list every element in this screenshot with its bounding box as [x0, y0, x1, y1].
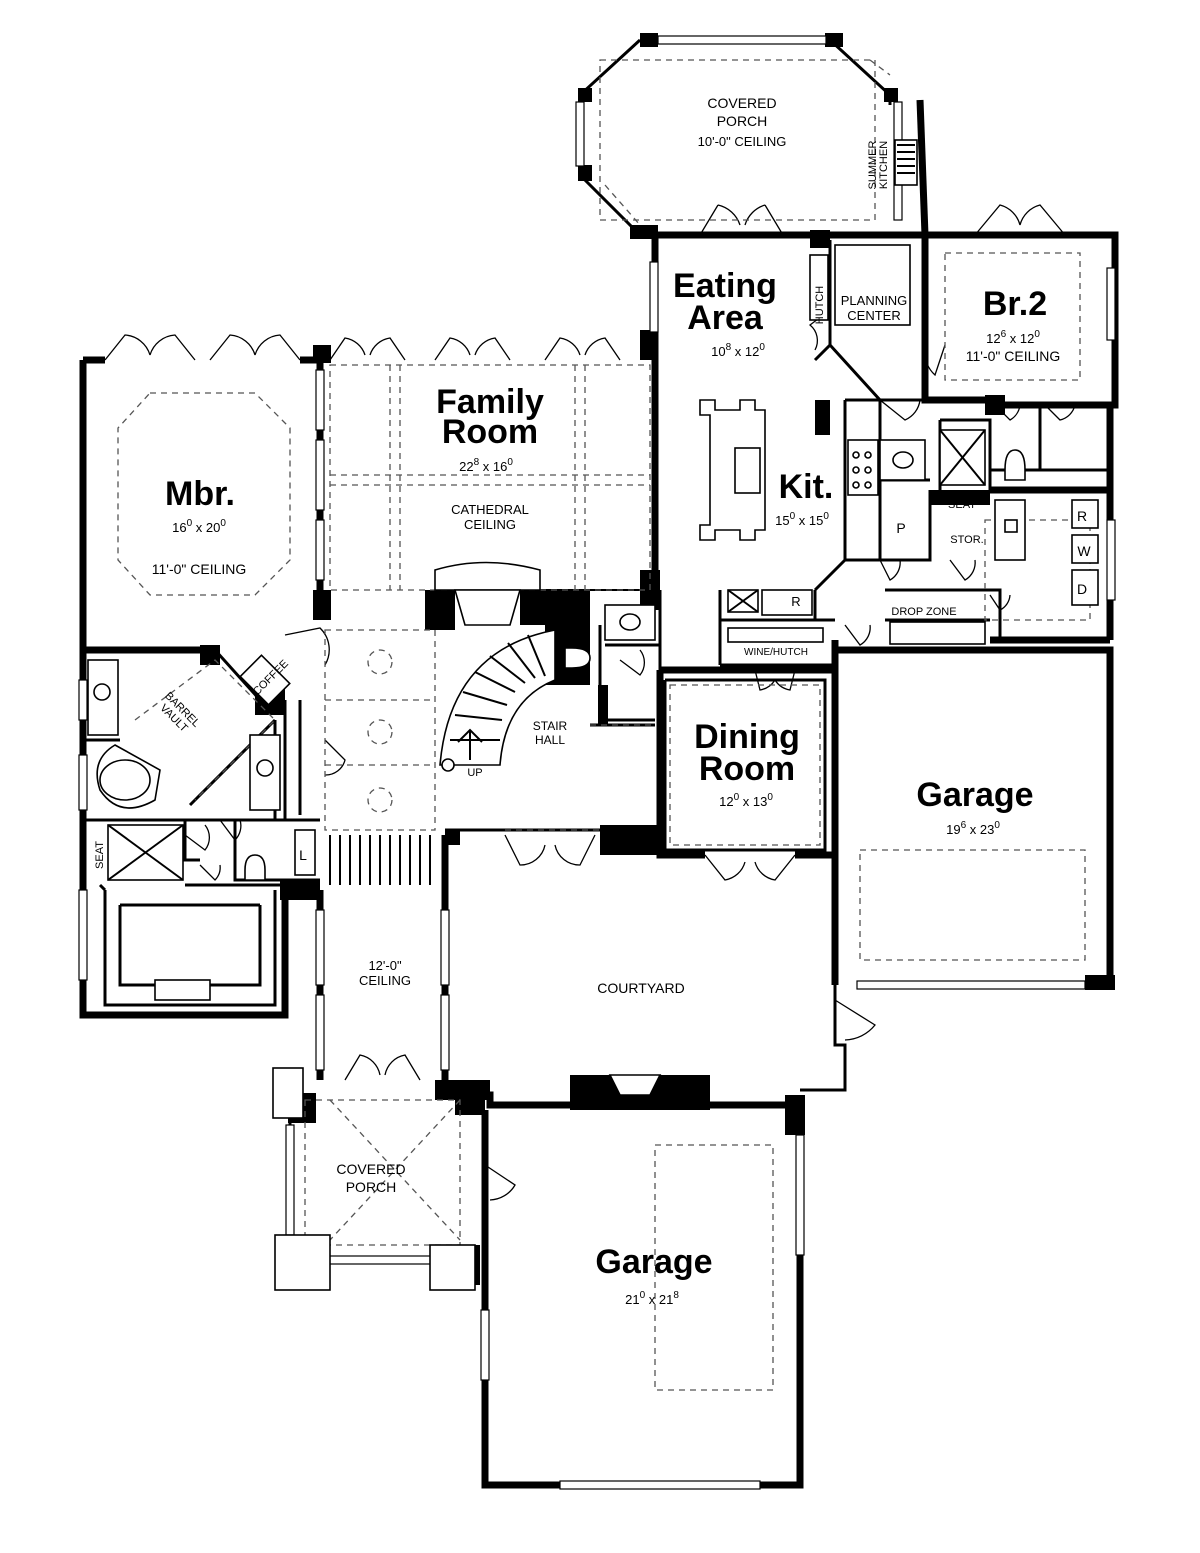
- garage-right-dims: 196 x 230: [946, 820, 1000, 837]
- linen-label: L: [299, 847, 307, 863]
- pantry-label: P: [896, 520, 905, 536]
- garage-bottom-label: Garage: [595, 1243, 712, 1281]
- kit-label: Kit.: [779, 468, 834, 506]
- mbr-label: Mbr.: [165, 475, 235, 513]
- kitchen-island: [699, 399, 766, 541]
- refrigerator-label: R: [791, 594, 800, 609]
- wall-blocks: [200, 33, 1115, 1285]
- kit-dims: 150 x 150: [775, 511, 829, 528]
- laundry-d: D: [1077, 581, 1087, 597]
- eating-area-dims: 108 x 120: [711, 342, 765, 359]
- seat-bath-label: SEAT: [948, 499, 976, 511]
- br2-label: Br.2: [983, 285, 1047, 323]
- drop-zone-label: DROP ZONE: [891, 606, 956, 618]
- barrel-vault-label: BARRELVAULT: [154, 690, 202, 738]
- hutch-label: HUTCH: [814, 286, 826, 325]
- stair-up-label: UP: [467, 767, 482, 779]
- doors: [104, 204, 1076, 1201]
- summer-kitchen-label: SUMMERKITCHEN: [867, 141, 890, 190]
- mbr-dims: 160 x 200: [172, 518, 226, 535]
- garage-bottom-dims: 210 x 218: [625, 1290, 679, 1307]
- gallery-ceiling: 12'-0"CEILING: [359, 958, 411, 988]
- laundry-r: R: [1077, 508, 1087, 524]
- stor-label: STOR.: [950, 534, 983, 546]
- garage-right-label: Garage: [916, 776, 1033, 814]
- covered-porch-top-ceiling: 10'-0" CEILING: [698, 134, 787, 149]
- courtyard-label: COURTYARD: [597, 980, 684, 996]
- mbr-ceiling: 11'-0" CEILING: [152, 561, 247, 577]
- dining-room-dims: 120 x 130: [719, 792, 773, 809]
- laundry-w: W: [1077, 543, 1091, 559]
- br2-dims: 126 x 120: [986, 329, 1040, 346]
- ceiling-lines: [117, 59, 1091, 1391]
- fixtures: [87, 139, 1099, 1291]
- br2-ceiling: 11'-0" CEILING: [966, 348, 1061, 364]
- wine-hutch-label: WINE/HUTCH: [744, 647, 808, 658]
- seat-mbath-label: SEAT: [94, 841, 106, 869]
- family-room-dims: 228 x 160: [459, 457, 513, 474]
